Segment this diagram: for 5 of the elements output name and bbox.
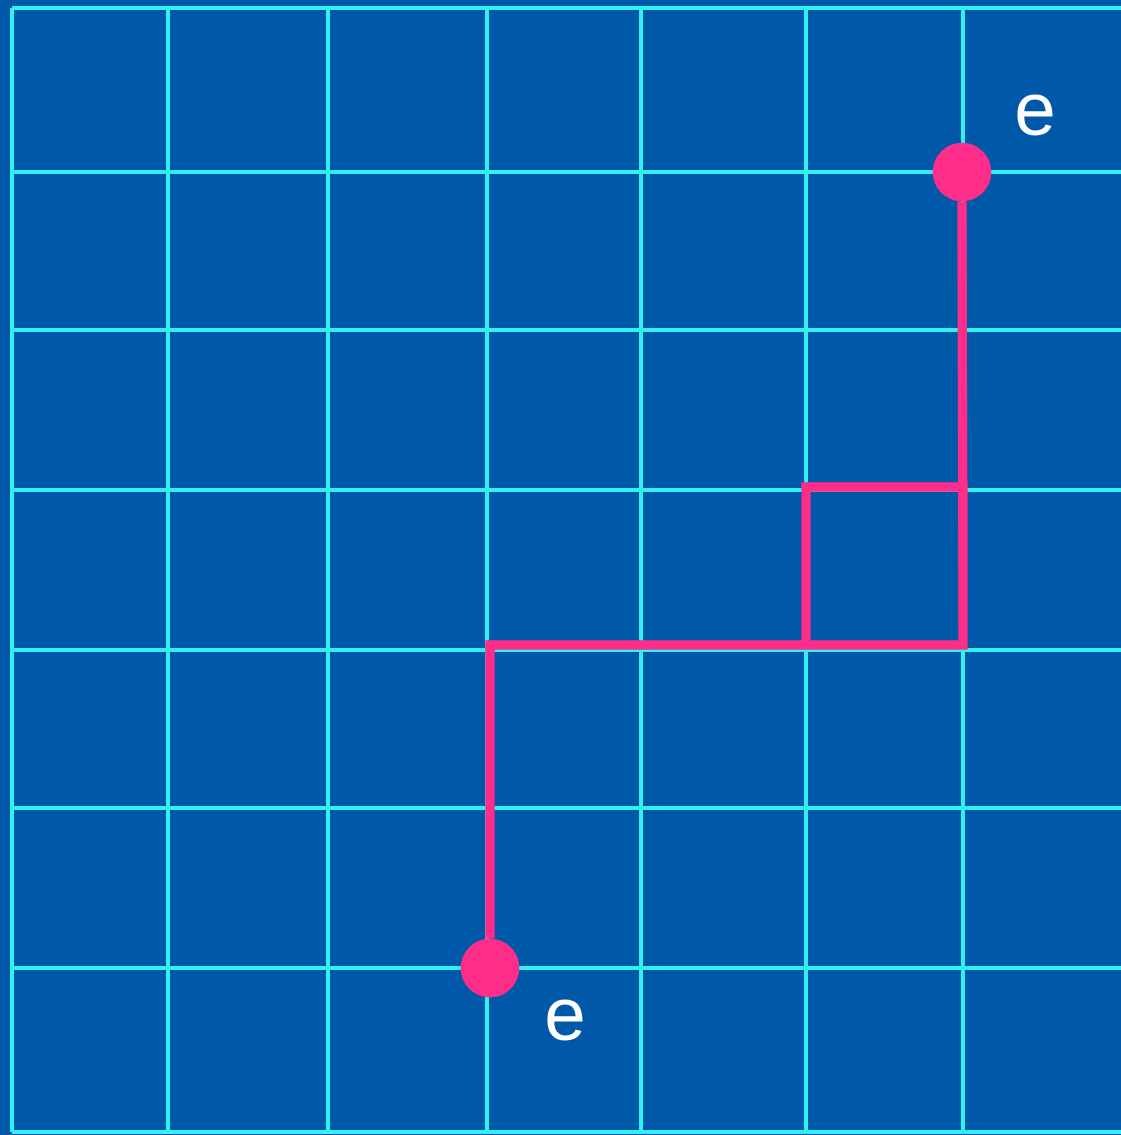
dot <box>932 142 992 202</box>
point-label: e <box>1017 94 1053 136</box>
point-label: e <box>547 999 583 1041</box>
dot <box>460 938 520 998</box>
path-line <box>485 201 968 939</box>
